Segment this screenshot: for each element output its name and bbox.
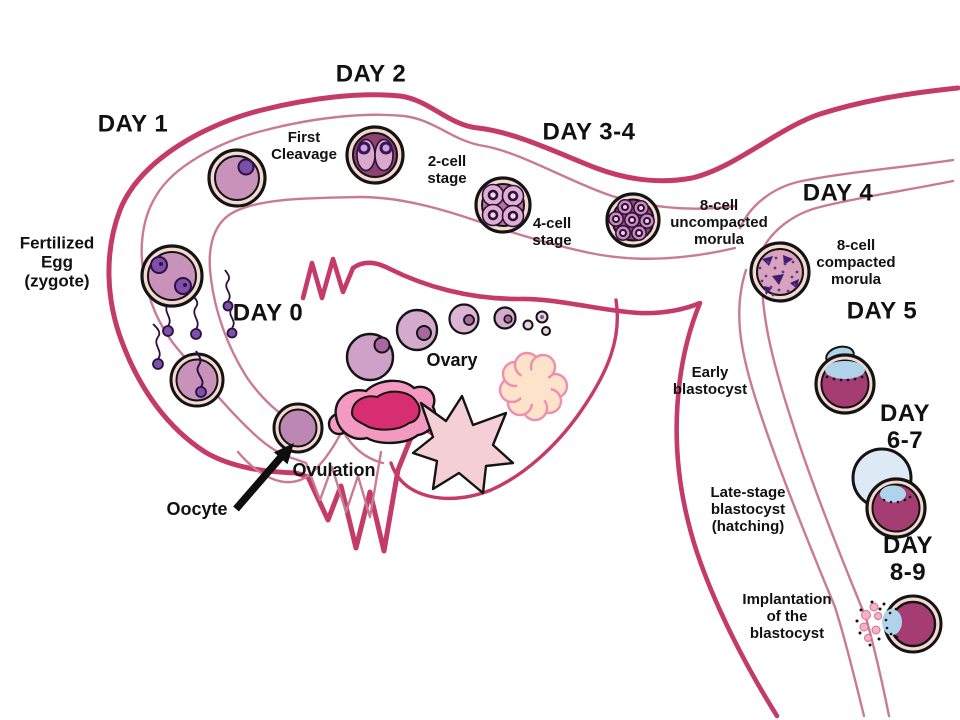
pocket-left-wall <box>341 429 385 465</box>
follicle-smaller <box>493 306 517 330</box>
fallopian-tube-lines <box>106 85 960 719</box>
day1-zygote-cell <box>207 148 267 208</box>
sperm <box>226 307 238 339</box>
ovary-contents <box>327 303 569 495</box>
tube-outer-wall <box>106 85 960 554</box>
zygote-cell <box>140 244 204 308</box>
implanting-blastocyst <box>855 594 943 654</box>
four-cell-stage-cell <box>474 176 532 234</box>
follicle-medium <box>395 308 439 352</box>
primordial-follicles <box>522 310 551 336</box>
early-blastocyst <box>814 345 876 415</box>
uterus-entry-line-2 <box>760 179 955 252</box>
tube-isthmus-and-uterus-wall <box>300 256 780 719</box>
ovary-capsule-line <box>389 298 620 501</box>
mature-corpus-cloud <box>498 351 569 422</box>
follicle-large <box>345 332 395 382</box>
ovulated-oocyte <box>272 402 324 454</box>
fertilizing-oocyte <box>169 350 225 408</box>
tube-inner-coil <box>208 195 737 429</box>
sperm <box>222 269 234 312</box>
sperm <box>190 293 202 340</box>
corpus-luteum <box>327 379 437 445</box>
eight-cell-compacted-morula <box>749 241 811 303</box>
infundibulum-line <box>236 427 345 484</box>
sperm <box>152 323 164 370</box>
eight-cell-uncompacted-morula <box>605 192 661 248</box>
uterine-cavity-line-2 <box>760 253 891 718</box>
implantation-site <box>855 600 886 647</box>
uterus-entry-line-1 <box>738 158 955 230</box>
oocyte-arrow <box>233 443 294 512</box>
corpus-albicans-star <box>411 394 515 495</box>
tube-inner-wall <box>140 113 738 519</box>
hatching-blastocyst <box>851 447 927 539</box>
two-cell-stage-cell <box>345 125 405 185</box>
follicle-small <box>448 303 480 335</box>
uterine-cavity-line-1 <box>738 268 866 718</box>
